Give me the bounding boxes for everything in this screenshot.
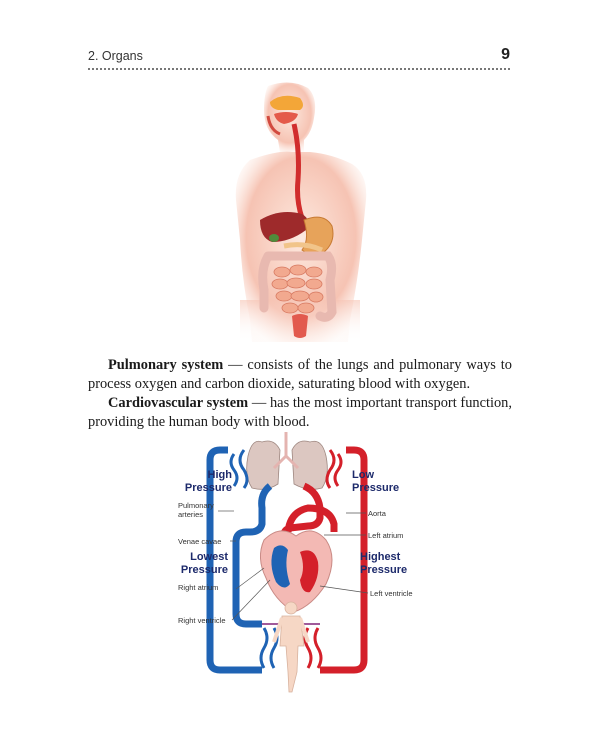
pancreas xyxy=(283,242,324,253)
pulmonary-arteries-label-line1: Pulmonary xyxy=(178,501,214,510)
term-cardiovascular: Cardiovascular system xyxy=(108,395,249,411)
small-intestine xyxy=(271,264,324,314)
highest-pressure-label-line1: Highest xyxy=(360,551,401,563)
nasal-cavity xyxy=(270,95,303,110)
pulmonary-artery-vessel xyxy=(232,483,273,628)
left-atrium-label: Left atrium xyxy=(368,531,403,540)
definition-cardiovascular: — has the most important transport funct… xyxy=(88,395,512,430)
high-pressure-label-line1: High xyxy=(208,469,233,481)
lowest-pressure-label-line2: Pressure xyxy=(181,564,228,576)
low-pressure-label-line1: Low xyxy=(352,469,374,481)
right-atrium-label: Right atrium xyxy=(178,583,218,592)
esophagus xyxy=(291,123,305,219)
lung-capillaries xyxy=(229,449,343,489)
header-divider xyxy=(88,68,510,70)
low-pressure-label-line2: Pressure xyxy=(352,482,399,494)
large-intestine xyxy=(258,251,337,322)
digestive-system-illustration xyxy=(235,82,367,342)
body-text: Pulmonary system — consists of the lungs… xyxy=(88,356,512,432)
term-pulmonary: Pulmonary system xyxy=(108,357,224,373)
human-figure xyxy=(272,601,310,693)
aorta-vessel xyxy=(320,446,368,674)
highest-pressure-label-line2: Pressure xyxy=(360,564,407,576)
chapter-title: 2. Organs xyxy=(88,49,143,63)
definition-pulmonary: — consists of the lungs and pulmonary wa… xyxy=(88,357,512,392)
high-pressure-label-line2: Pressure xyxy=(185,482,232,494)
heart xyxy=(260,530,333,613)
aorta-label: Aorta xyxy=(368,509,387,518)
paragraph-cardiovascular: Cardiovascular system — has the most imp… xyxy=(88,394,512,432)
lungs xyxy=(246,432,328,490)
page-number: 9 xyxy=(501,46,510,63)
lowest-pressure-label-line1: Lowest xyxy=(190,551,228,563)
circulatory-system-diagram: High Pressure Low Pressure Lowest Pressu… xyxy=(178,432,413,693)
right-ventricle-label: Right ventricle xyxy=(178,616,226,625)
venae-cavae-label: Venae cavae xyxy=(178,537,221,546)
oral-cavity xyxy=(274,112,298,124)
venae-cavae-vessel xyxy=(206,446,262,674)
leader-lines xyxy=(218,510,369,621)
rectum xyxy=(292,314,308,338)
left-ventricle-label: Left ventricle xyxy=(370,589,413,598)
gallbladder xyxy=(269,234,279,242)
paragraph-pulmonary: Pulmonary system — consists of the lungs… xyxy=(88,356,512,394)
pulmonary-arteries-label-line2: arteries xyxy=(178,510,203,519)
